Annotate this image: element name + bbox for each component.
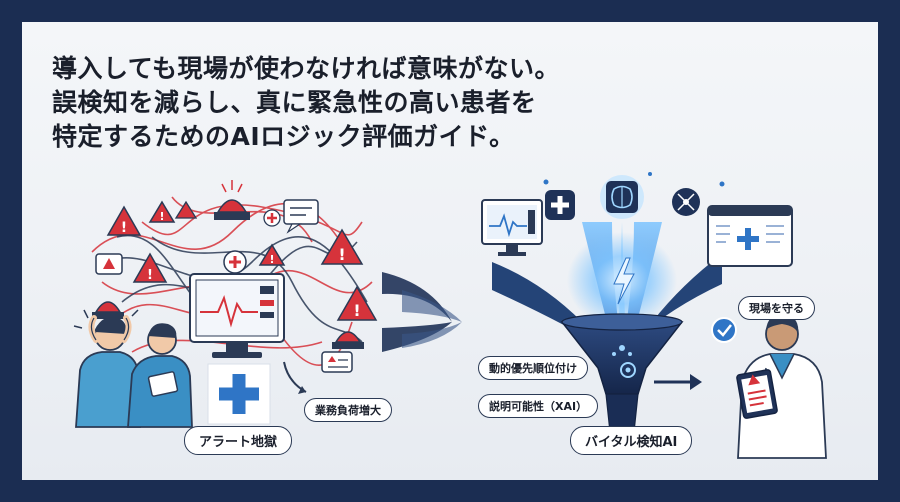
ai-funnel — [481, 172, 793, 433]
warning-icon: ! — [336, 285, 378, 321]
dynamic-priority-label: 動的優先順位付け — [478, 356, 588, 380]
content-panel: 導入しても現場が使わなければ意味がない。 誤検知を減らし、真に緊急性の高い患者を… — [22, 22, 878, 480]
alert-hell-caption: アラート地獄 — [184, 426, 293, 455]
message-bubble-icon — [95, 253, 123, 275]
workload-label: 業務負荷増大 — [304, 398, 392, 422]
transition-arrow — [382, 272, 462, 352]
message-bubble-icon — [283, 199, 319, 234]
vital-detection-ai-caption: バイタル検知AI — [570, 426, 693, 455]
warning-icon: ! — [132, 252, 168, 283]
patient-monitor — [189, 273, 285, 358]
protect-field-label: 現場を守る — [738, 296, 815, 320]
illustration: ! ! ! ! ! ! — [73, 172, 827, 459]
svg-text:!: ! — [159, 210, 164, 223]
medical-cross-icon — [263, 209, 281, 227]
stressed-nurse — [73, 309, 141, 428]
hospital-cross-icon — [207, 363, 271, 425]
headline: 導入しても現場が使わなければ意味がない。 誤検知を減らし、真に緊急性の高い患者を… — [52, 52, 652, 154]
alert-chaos: ! ! ! ! ! ! — [73, 180, 378, 428]
headline-line-3: 特定するためのAIロジック評価ガイド。 — [52, 122, 515, 151]
headline-line-2: 誤検知を減らし、真に緊急性の高い患者を — [52, 88, 537, 117]
svg-text:!: ! — [353, 301, 360, 320]
siren-icon — [214, 180, 250, 220]
network-icon — [672, 188, 700, 216]
checkmark-bubble-icon — [711, 317, 737, 343]
warning-icon: ! — [258, 243, 286, 266]
medical-cross-icon — [545, 190, 575, 220]
warning-icon: ! — [148, 200, 176, 223]
svg-text:!: ! — [147, 268, 153, 283]
nurse-with-tablet — [127, 323, 193, 428]
warning-icon: ! — [320, 228, 364, 265]
doctor-with-tablet — [736, 313, 827, 459]
vitals-monitor — [481, 199, 543, 256]
svg-text:!: ! — [121, 220, 127, 236]
settings-icon — [620, 362, 636, 378]
explainability-label: 説明可能性（XAI） — [478, 394, 599, 418]
message-bubble-icon — [321, 351, 353, 373]
patient-record-window — [707, 205, 793, 267]
siren-icon — [92, 301, 124, 319]
warning-icon — [174, 200, 198, 219]
svg-text:!: ! — [269, 253, 274, 266]
medical-cross-icon — [223, 250, 247, 274]
siren-icon — [332, 331, 364, 349]
warning-icon: ! — [106, 205, 142, 236]
brain-chip-icon — [600, 175, 644, 219]
svg-text:!: ! — [338, 245, 345, 264]
headline-line-1: 導入しても現場が使わなければ意味がない。 — [52, 54, 561, 83]
